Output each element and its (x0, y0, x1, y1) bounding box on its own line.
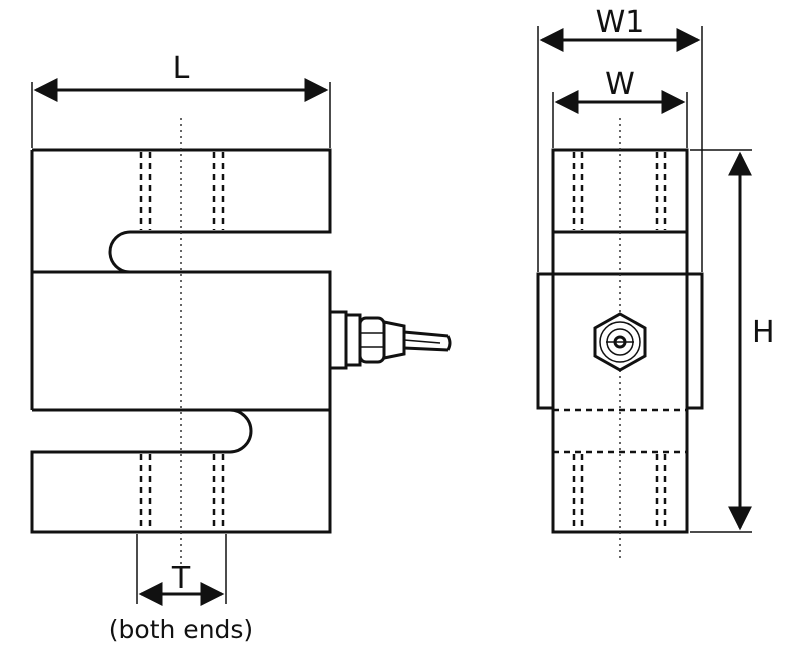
hex-connector (593, 312, 647, 372)
dimension-H: H (690, 149, 775, 533)
label-W: W (605, 67, 635, 102)
side-plate-right (685, 272, 704, 410)
front-top-arm (32, 148, 332, 274)
front-bottom-threads (139, 454, 225, 530)
front-bottom-arm (30, 408, 332, 534)
label-both-ends: (both ends) (109, 615, 253, 644)
front-view: L T (both ends) (30, 51, 452, 644)
front-top-threads (139, 152, 225, 230)
side-plate-left (536, 272, 555, 410)
dimension-W1: W1 (537, 5, 703, 272)
label-H: H (752, 315, 775, 350)
dimension-L: L (31, 51, 331, 148)
label-W1: W1 (596, 5, 645, 40)
dimension-T: T (both ends) (109, 534, 253, 644)
side-top-threads (572, 152, 667, 230)
label-T: T (171, 561, 191, 596)
dimension-W: W (552, 67, 688, 148)
side-view: W1 W H (536, 5, 775, 560)
cable-gland (328, 310, 452, 370)
label-L: L (173, 51, 190, 86)
side-bottom-threads (572, 454, 667, 530)
